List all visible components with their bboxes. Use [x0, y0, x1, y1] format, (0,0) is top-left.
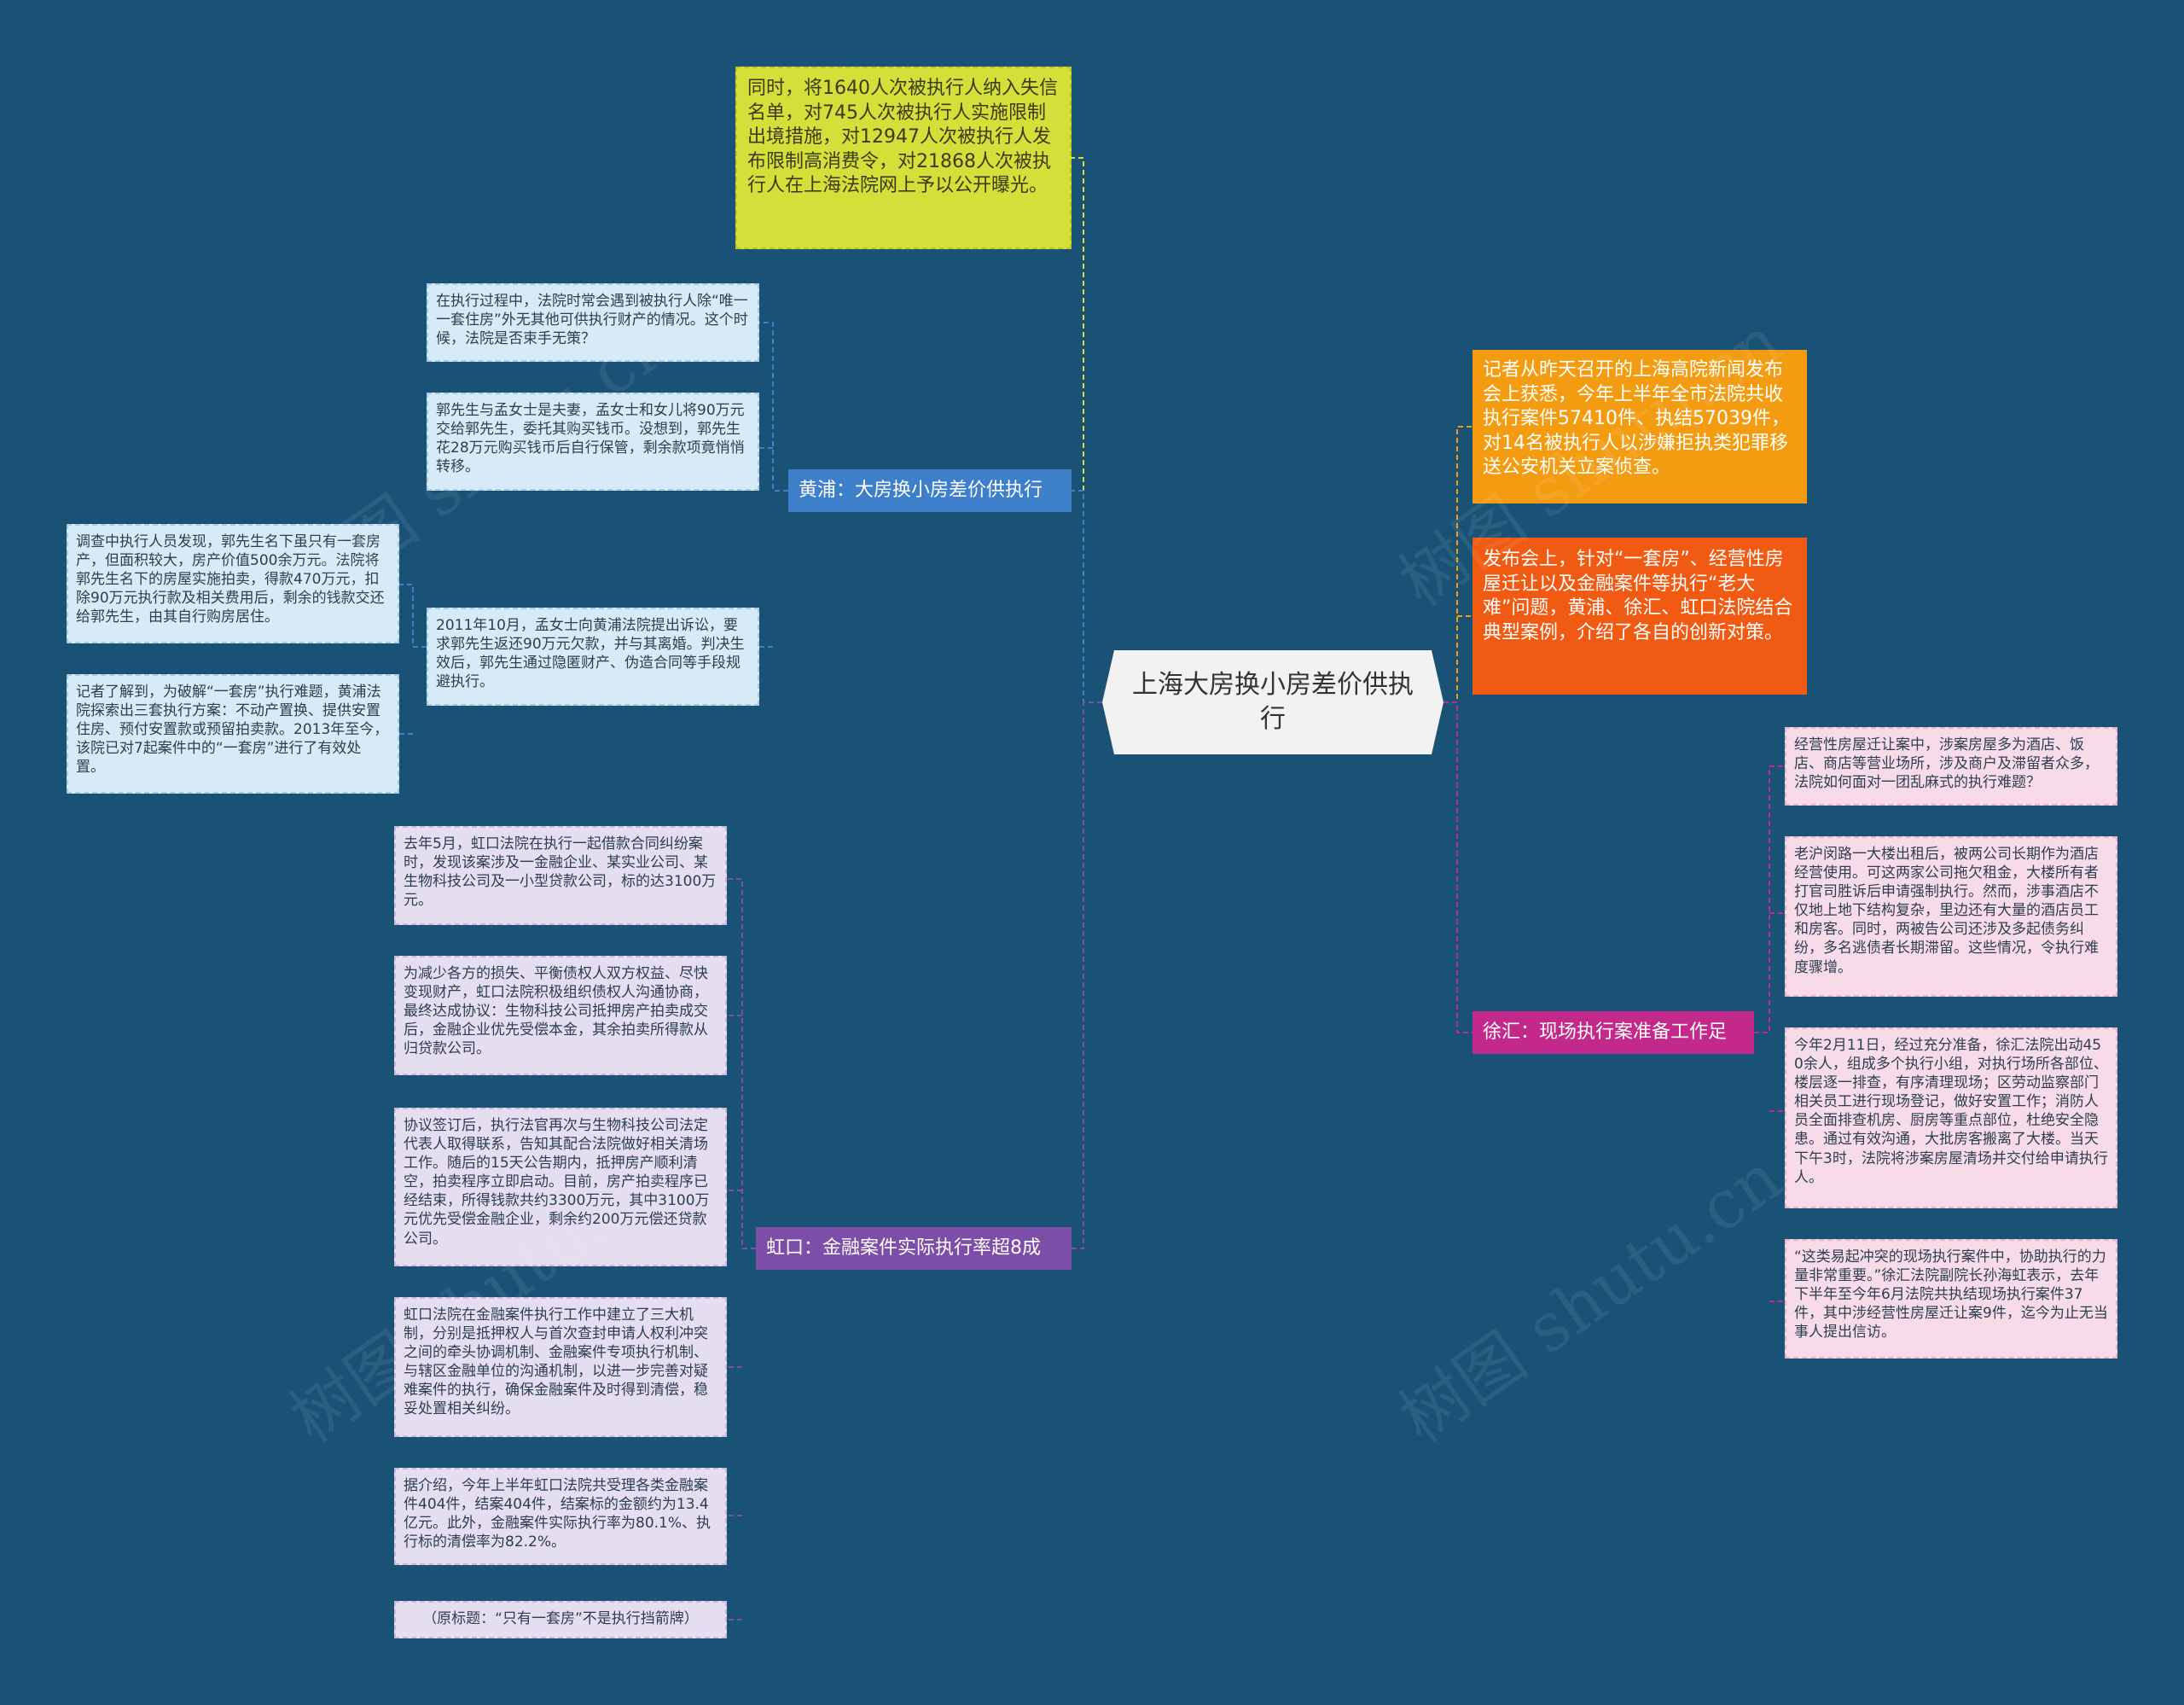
xuhui-leaf-4[interactable]: “这类易起冲突的现场执行案件中，协助执行的力量非常重要。”徐汇法院副院长孙海虹表… — [1785, 1239, 2117, 1359]
xuhui-leaf-3-text: 今年2月11日，经过充分准备，徐汇法院出动450余人，组成多个执行小组，对执行场… — [1794, 1037, 2108, 1186]
xuhui-leaf-4-text: “这类易起冲突的现场执行案件中，协助执行的力量非常重要。”徐汇法院副院长孙海虹表… — [1794, 1248, 2108, 1341]
hongkou-leaf-4-text: 虹口法院在金融案件执行工作中建立了三大机制，分别是抵押权人与首次查封申请人权利冲… — [404, 1306, 708, 1418]
connector-huangpu-subleaves — [399, 584, 427, 735]
hongkou-leaf-6[interactable]: （原标题：“只有一套房”不是执行挡箭牌） — [394, 1601, 727, 1638]
hongkou-leaf-3[interactable]: 协议签订后，执行法官再次与生物科技公司法定代表人取得联系，告知其配合法院做好相关… — [394, 1108, 727, 1266]
hongkou-leaf-2-text: 为减少各方的损失、平衡债权人双方权益、尽快变现财产，虹口法院积极组织债权人沟通协… — [404, 965, 708, 1058]
huangpu-leaf-1-text: 在执行过程中，法院时常会遇到被执行人除“唯一一套住房”外无其他可供执行财产的情况… — [436, 293, 748, 348]
branch-hongkou-label: 虹口：金融案件实际执行率超8成 — [766, 1237, 1041, 1259]
connector-center-huangpu — [1072, 490, 1102, 703]
hongkou-leaf-3-text: 协议签订后，执行法官再次与生物科技公司法定代表人取得联系，告知其配合法院做好相关… — [404, 1117, 710, 1248]
branch-huangpu[interactable]: 黄浦：大房换小房差价供执行 — [788, 469, 1072, 512]
connector-huangpu-leaves — [759, 322, 788, 648]
huangpu-leaf-3-text: 2011年10月，孟女士向黄浦法院提出诉讼，要求郭先生返还90万元欠款，并与其离… — [436, 617, 745, 691]
connector-center-top-note — [1072, 157, 1102, 703]
huangpu-subleaf-2[interactable]: 记者了解到，为破解“一套房”执行难题，黄浦法院探索出三套执行方案：不动产置换、提… — [67, 674, 399, 794]
connector-center-hongkou — [1072, 701, 1102, 1249]
branch-xuhui-label: 徐汇：现场执行案准备工作足 — [1483, 1021, 1728, 1043]
right-note-summary[interactable]: 记者从昨天召开的上海高院新闻发布会上获悉，今年上半年全市法院共收执行案件5741… — [1472, 350, 1807, 503]
central-topic-text: 上海大房换小房差价供执行 — [1132, 669, 1414, 734]
xuhui-leaf-2-text: 老沪闵路一大楼出租后，被两公司长期作为酒店经营使用。可这两家公司拖欠租金，大楼所… — [1794, 846, 2099, 976]
top-summary-note[interactable]: 同时，将1640人次被执行人纳入失信名单，对745人次被执行人实施限制出境措施，… — [735, 67, 1072, 249]
hongkou-leaf-1[interactable]: 去年5月，虹口法院在执行一起借款合同纠纷案时，发现该案涉及一金融企业、某实业公司… — [394, 826, 727, 925]
hongkou-leaf-1-text: 去年5月，虹口法院在执行一起借款合同纠纷案时，发现该案涉及一金融企业、某实业公司… — [404, 835, 717, 910]
connector-hongkou-leaves — [727, 878, 756, 1621]
right-note-summary-text: 记者从昨天召开的上海高院新闻发布会上获悉，今年上半年全市法院共收执行案件5741… — [1483, 359, 1790, 479]
hongkou-leaf-6-text: （原标题：“只有一套房”不是执行挡箭牌） — [422, 1610, 699, 1627]
connector-center-right-notes — [1443, 426, 1472, 703]
huangpu-subleaf-1[interactable]: 调查中执行人员发现，郭先生名下虽只有一套房产，但面积较大，房产价值500余万元。… — [67, 524, 399, 643]
right-note-press[interactable]: 发布会上，针对“一套房”、经营性房屋迁让以及金融案件等执行“老大难”问题，黄浦、… — [1472, 538, 1807, 695]
huangpu-leaf-2[interactable]: 郭先生与孟女士是夫妻，孟女士和女儿将90万元交给郭先生，委托其购买钱币。没想到，… — [427, 393, 759, 491]
huangpu-leaf-3[interactable]: 2011年10月，孟女士向黄浦法院提出诉讼，要求郭先生返还90万元欠款，并与其离… — [427, 608, 759, 706]
xuhui-leaf-1[interactable]: 经营性房屋迁让案中，涉案房屋多为酒店、饭店、商店等营业场所，涉及商户及滞留者众多… — [1785, 727, 2117, 806]
right-note-press-text: 发布会上，针对“一套房”、经营性房屋迁让以及金融案件等执行“老大难”问题，黄浦、… — [1483, 549, 1793, 643]
hongkou-leaf-2[interactable]: 为减少各方的损失、平衡债权人双方权益、尽快变现财产，虹口法院积极组织债权人沟通协… — [394, 956, 727, 1075]
top-summary-text: 同时，将1640人次被执行人纳入失信名单，对745人次被执行人实施限制出境措施，… — [747, 78, 1058, 197]
huangpu-leaf-2-text: 郭先生与孟女士是夫妻，孟女士和女儿将90万元交给郭先生，委托其购买钱币。没想到，… — [436, 402, 745, 476]
branch-huangpu-label: 黄浦：大房换小房差价供执行 — [799, 479, 1043, 501]
central-topic[interactable]: 上海大房换小房差价供执行 — [1102, 650, 1443, 754]
hongkou-leaf-5[interactable]: 据介绍，今年上半年虹口法院共受理各类金融案件404件，结案404件，结案标的金额… — [394, 1468, 727, 1565]
huangpu-subleaf-1-text: 调查中执行人员发现，郭先生名下虽只有一套房产，但面积较大，房产价值500余万元。… — [76, 533, 385, 626]
xuhui-leaf-1-text: 经营性房屋迁让案中，涉案房屋多为酒店、饭店、商店等营业场所，涉及商户及滞留者众多… — [1794, 736, 2099, 792]
connector-xuhui-leaves — [1754, 765, 1785, 1302]
hongkou-leaf-4[interactable]: 虹口法院在金融案件执行工作中建立了三大机制，分别是抵押权人与首次查封申请人权利冲… — [394, 1297, 727, 1437]
hongkou-leaf-5-text: 据介绍，今年上半年虹口法院共受理各类金融案件404件，结案404件，结案标的金额… — [404, 1477, 712, 1551]
xuhui-leaf-2[interactable]: 老沪闵路一大楼出租后，被两公司长期作为酒店经营使用。可这两家公司拖欠租金，大楼所… — [1785, 836, 2117, 997]
branch-xuhui[interactable]: 徐汇：现场执行案准备工作足 — [1472, 1011, 1754, 1054]
branch-hongkou[interactable]: 虹口：金融案件实际执行率超8成 — [756, 1227, 1072, 1270]
huangpu-subleaf-2-text: 记者了解到，为破解“一套房”执行难题，黄浦法院探索出三套执行方案：不动产置换、提… — [76, 684, 389, 777]
connector-center-xuhui — [1443, 701, 1472, 1033]
xuhui-leaf-3[interactable]: 今年2月11日，经过充分准备，徐汇法院出动450余人，组成多个执行小组，对执行场… — [1785, 1027, 2117, 1208]
huangpu-leaf-1[interactable]: 在执行过程中，法院时常会遇到被执行人除“唯一一套住房”外无其他可供执行财产的情况… — [427, 283, 759, 362]
